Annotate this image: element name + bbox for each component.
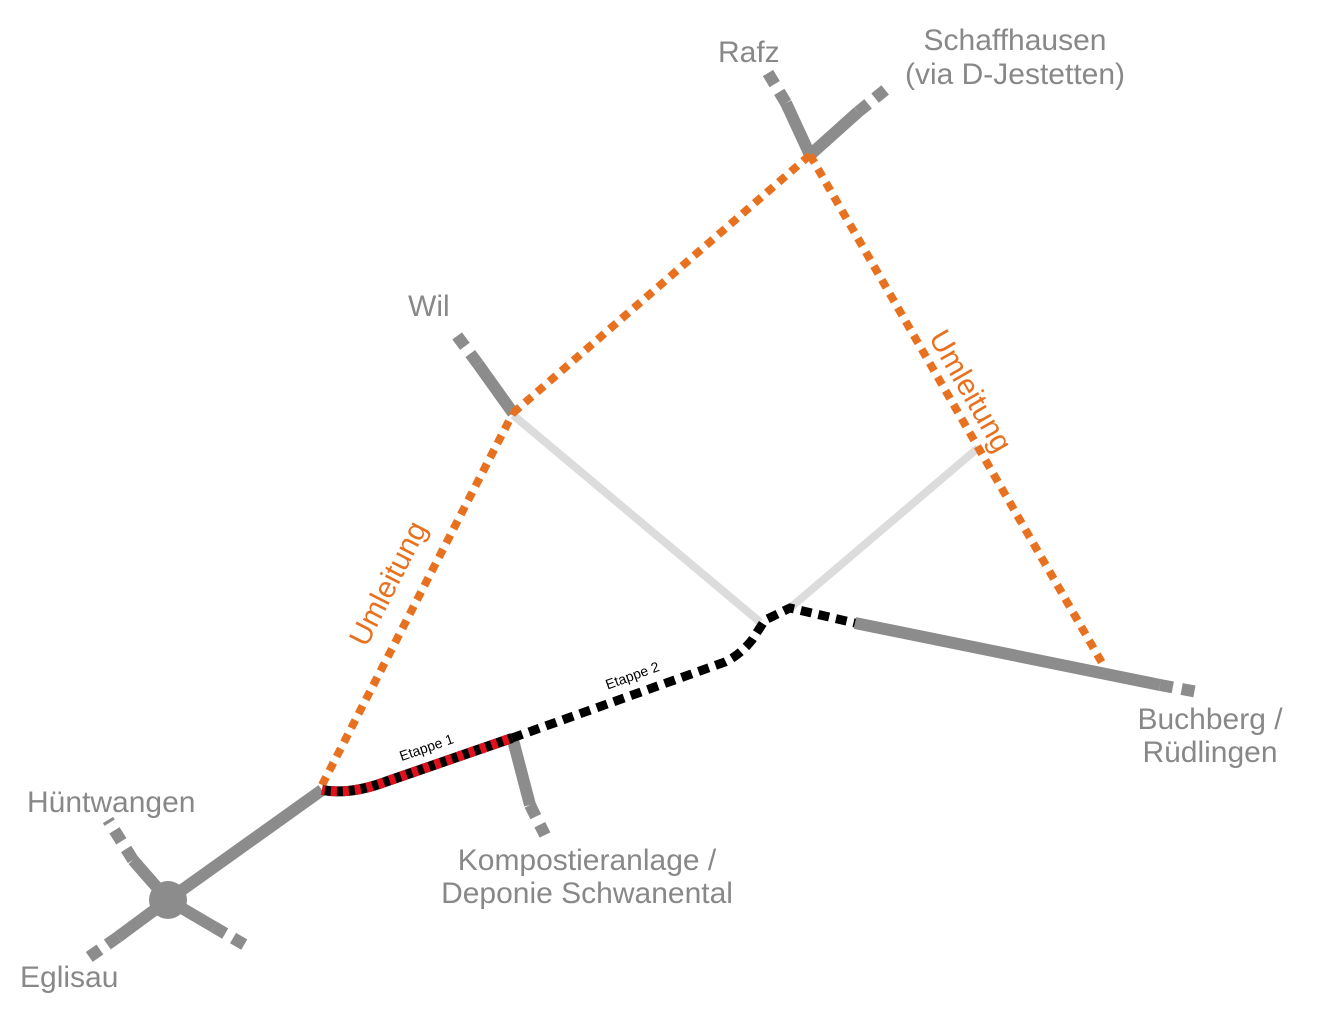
label-huentwangen: Hüntwangen (27, 786, 195, 819)
stub-kompost (524, 802, 551, 838)
stub-eglisau (78, 932, 122, 967)
detour-routes (318, 151, 1109, 787)
road-stubs (78, 69, 1200, 967)
stub-huentwangen (102, 816, 139, 864)
road-kompost (507, 738, 536, 807)
closed-roads (510, 411, 981, 626)
stub-rafz (762, 69, 792, 107)
road-junction-main (164, 785, 326, 905)
label-buchberg-line2: Rüdlingen (1142, 736, 1277, 769)
detour-east (806, 153, 1109, 670)
stub-southeast (210, 921, 249, 951)
detour-west-north (510, 151, 813, 417)
road-rafz (780, 100, 816, 158)
stub-schaffhausen (854, 81, 894, 117)
closed-road-wil (510, 411, 763, 626)
label-detour-west: Umleitung (343, 516, 434, 651)
label-eglisau: Eglisau (20, 961, 118, 994)
stub-wil (450, 329, 483, 368)
label-kompost-line2: Deponie Schwanental (441, 877, 733, 910)
roundabout (149, 881, 187, 919)
road-buchberg (853, 617, 1162, 691)
construction-stage-1-accent (321, 733, 514, 797)
label-kompost-line1: Kompostieranlage / (458, 844, 717, 877)
label-rafz: Rafz (718, 36, 780, 69)
detour-west-south (318, 411, 517, 787)
label-wil: Wil (408, 290, 450, 323)
closed-road-east (787, 444, 981, 612)
label-buchberg-line1: Buchberg / (1137, 703, 1283, 736)
label-schaffhausen-line2: (via D-Jestetten) (905, 58, 1125, 91)
road-wil (473, 360, 518, 417)
stub-buchberg (1158, 679, 1200, 698)
road-schaffhausen (805, 107, 863, 160)
label-schaffhausen-line1: Schaffhausen (924, 24, 1107, 57)
construction-stage-2 (510, 603, 857, 743)
